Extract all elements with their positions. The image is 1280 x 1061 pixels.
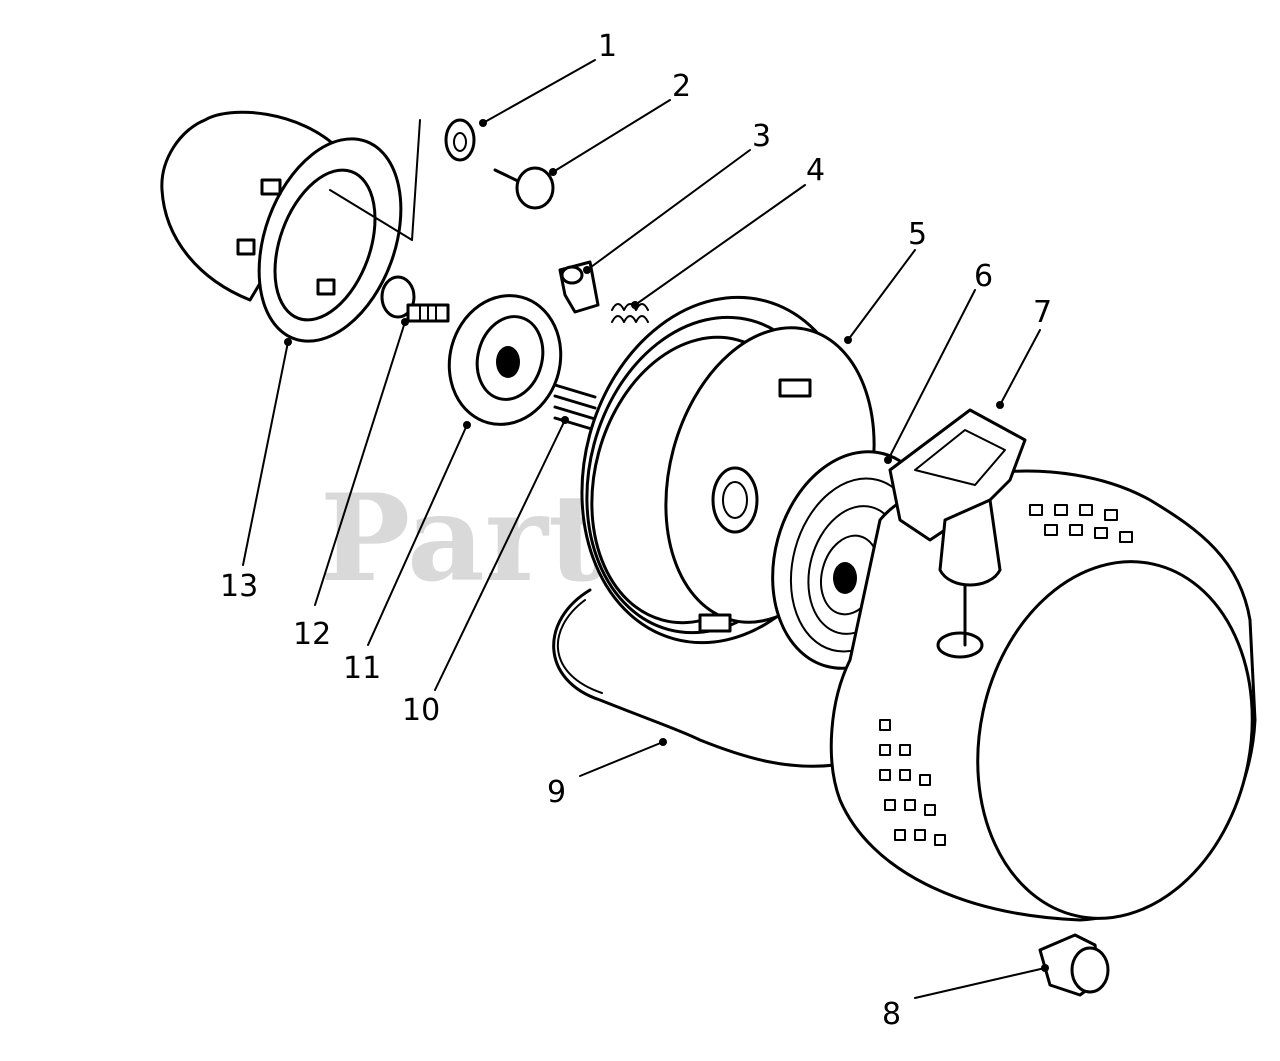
callout-3[interactable]: 3 <box>752 119 771 154</box>
callout-8[interactable]: 8 <box>882 997 901 1032</box>
callout-13[interactable]: 13 <box>220 569 258 604</box>
part-13-starter-cup[interactable] <box>160 110 427 361</box>
callout-5[interactable]: 5 <box>908 217 927 252</box>
callout-11[interactable]: 11 <box>343 651 381 686</box>
callout-6[interactable]: 6 <box>974 259 993 294</box>
callout-7[interactable]: 7 <box>1033 295 1052 330</box>
starter-housing[interactable] <box>829 469 1280 944</box>
part-4-pawl-spring[interactable] <box>611 303 649 323</box>
callout-2[interactable]: 2 <box>672 69 691 104</box>
part-2-screw[interactable] <box>493 166 555 210</box>
part-12-shoulder-bolt[interactable] <box>380 275 450 323</box>
part-11-hub[interactable] <box>435 283 575 437</box>
part-7-handle[interactable] <box>888 408 1027 587</box>
part-10-spring[interactable] <box>553 383 597 432</box>
part-8-hex-bolt[interactable] <box>1038 933 1110 997</box>
callout-10[interactable]: 10 <box>402 693 440 728</box>
part-9-rope[interactable] <box>552 588 837 768</box>
housing-vents <box>879 504 1133 846</box>
callout-9[interactable]: 9 <box>547 775 566 810</box>
callout-1[interactable]: 1 <box>598 29 617 64</box>
leader-lines <box>242 59 1049 999</box>
callout-4[interactable]: 4 <box>806 153 825 188</box>
callout-labels: 1 2 3 4 5 6 7 8 9 10 11 12 13 <box>220 29 1052 1032</box>
part-3-pawl[interactable] <box>558 260 600 314</box>
part-1-washer[interactable] <box>444 118 476 162</box>
callout-12[interactable]: 12 <box>293 617 331 652</box>
